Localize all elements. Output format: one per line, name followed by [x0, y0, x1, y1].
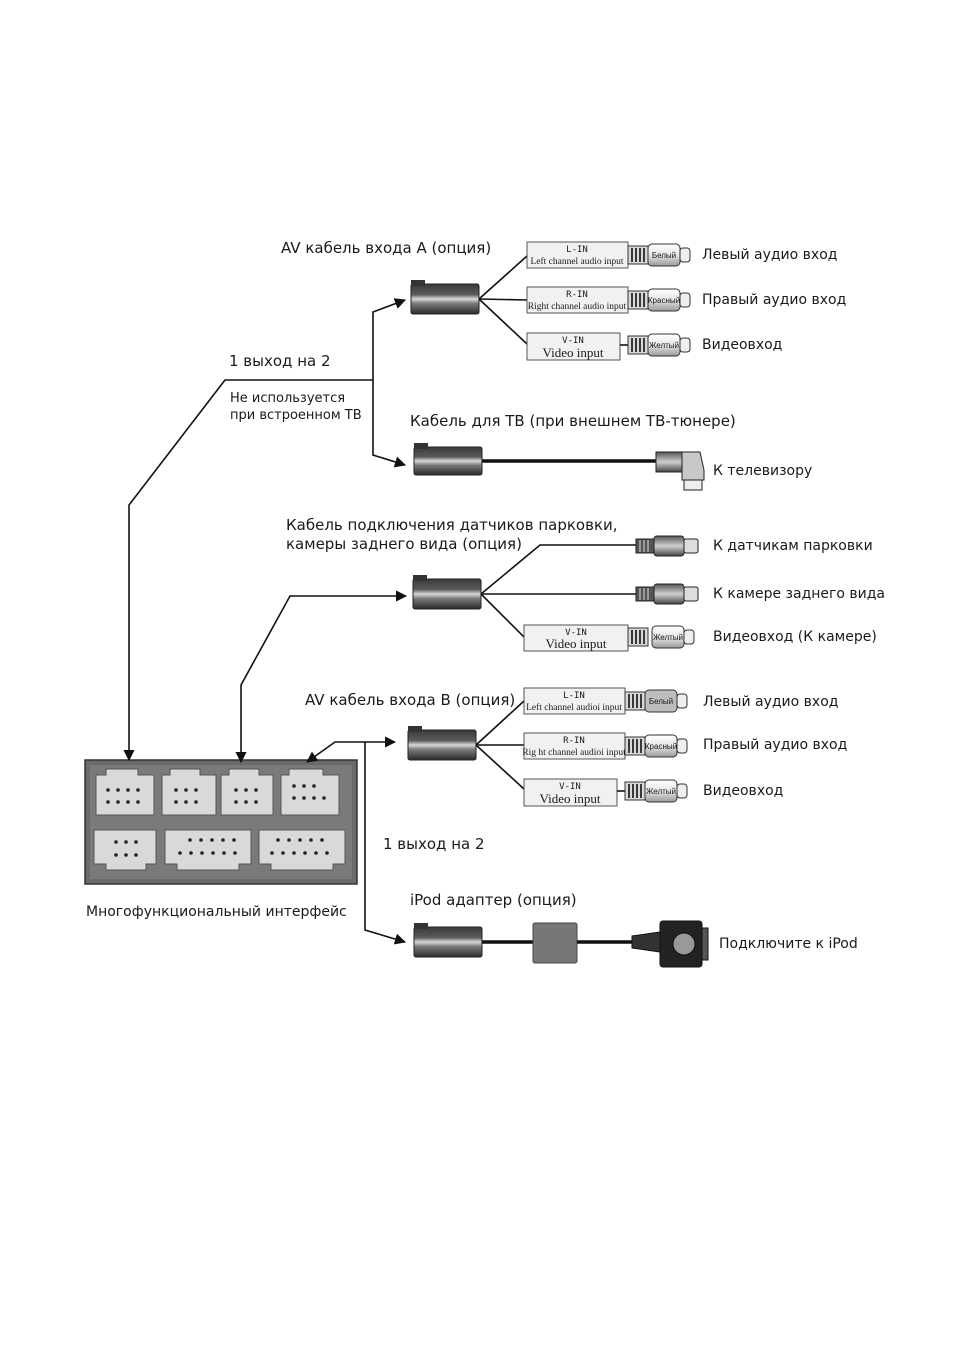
av-b-row-1: L-IN Left channel audioi input Белый Лев…	[523, 687, 838, 715]
parking-title-1: Кабель подключения датчиков парковки,	[286, 516, 618, 534]
av-b-fanout	[475, 700, 525, 790]
parking-sensor-connector: К датчикам парковки	[635, 535, 873, 557]
svg-text:Желтый: Желтый	[649, 341, 679, 350]
svg-text:Left channel audio input: Left channel audio input	[530, 256, 623, 267]
av-b-row-2: R-IN Rig ht channel audioi input Красный…	[522, 732, 847, 760]
connector-block-5	[93, 829, 157, 871]
ipod-title: iPod адаптер (опция)	[410, 891, 577, 909]
svg-text:R-IN: R-IN	[563, 736, 585, 746]
split-label-top: 1 выход на 2	[229, 352, 331, 370]
connector-block-4	[280, 768, 340, 816]
av-a-plug	[410, 280, 480, 315]
svg-text:Video input: Video input	[540, 791, 601, 806]
ipod-label: Подключите к iPod	[719, 936, 858, 952]
svg-text:Желтый: Желтый	[653, 633, 683, 642]
av-a-title: AV кабель входа A (опция)	[281, 239, 491, 257]
svg-text:Video input: Video input	[543, 345, 604, 360]
av-a-label-1: Левый аудио вход	[702, 247, 837, 263]
ipod-adapter-box	[532, 922, 578, 964]
tv-plug	[413, 443, 483, 476]
not-used-line1: Не используется	[230, 391, 345, 406]
svg-text:V-IN: V-IN	[562, 336, 584, 346]
connector-block-3	[220, 768, 274, 816]
av-b-plug	[407, 726, 477, 761]
connector-block-7	[258, 829, 346, 871]
connector-block-1	[95, 768, 155, 816]
tv-title: Кабель для ТВ (при внешнем ТВ-тюнере)	[410, 412, 736, 430]
svg-text:Красный: Красный	[648, 296, 680, 305]
svg-text:L-IN: L-IN	[563, 691, 585, 701]
connector-block-2	[161, 768, 217, 816]
av-a-fanout	[478, 255, 528, 345]
av-a-row-1: L-IN Left channel audio input Белый Левы…	[526, 241, 837, 269]
av-b-row-3: V-IN Video input Желтый Видеовход	[523, 778, 783, 807]
svg-text:Белый: Белый	[649, 697, 673, 706]
not-used-line2: при встроенном ТВ	[230, 408, 362, 423]
connector-block-6	[164, 829, 252, 871]
ipod-plug	[413, 923, 483, 958]
split-label-bottom: 1 выход на 2	[383, 835, 485, 853]
av-a-label-2: Правый аудио вход	[702, 292, 846, 308]
svg-text:V-IN: V-IN	[559, 782, 581, 792]
av-a-row-2: R-IN Right channel audio input Красный П…	[526, 286, 846, 314]
multifunction-interface	[84, 759, 358, 885]
svg-text:Right channel audio input: Right channel audio input	[528, 302, 627, 312]
av-b-label-2: Правый аудио вход	[703, 737, 847, 753]
svg-text:Left channel audioi input: Left channel audioi input	[526, 702, 622, 713]
svg-text:L-IN: L-IN	[566, 245, 588, 255]
parking-fanout	[480, 544, 636, 638]
svg-text:Video input: Video input	[546, 636, 607, 651]
tv-label: К телевизору	[713, 463, 812, 479]
ipod-dock-connector	[631, 920, 709, 968]
parking-video-row: V-IN Video input Желтый Видеовход (К кам…	[523, 624, 877, 652]
av-b-label-3: Видеовход	[703, 783, 783, 799]
parking-label-1: К датчикам парковки	[713, 538, 873, 554]
parking-plug	[412, 575, 482, 610]
interface-label: Многофункциональный интерфейс	[86, 904, 347, 920]
parking-title-2: камеры заднего вида (опция)	[286, 535, 522, 553]
svg-text:Белый: Белый	[652, 251, 676, 260]
parking-camera-connector: К камере заднего вида	[635, 583, 885, 605]
av-a-label-3: Видеовход	[702, 337, 782, 353]
tv-connector	[655, 451, 705, 491]
av-a-row-3: V-IN Video input Желтый Видеовход	[526, 332, 782, 361]
svg-text:R-IN: R-IN	[566, 290, 588, 300]
av-b-label-1: Левый аудио вход	[703, 694, 838, 710]
svg-text:Красный: Красный	[645, 742, 677, 751]
parking-label-3: Видеовход (К камере)	[713, 629, 877, 645]
svg-text:Rig ht channel audioi input: Rig ht channel audioi input	[522, 748, 626, 758]
av-b-title: AV кабель входа B (опция)	[305, 691, 515, 709]
routing-lines	[123, 298, 408, 945]
parking-label-2: К камере заднего вида	[713, 586, 885, 602]
svg-text:Желтый: Желтый	[646, 787, 676, 796]
svg-text:V-IN: V-IN	[565, 628, 587, 638]
